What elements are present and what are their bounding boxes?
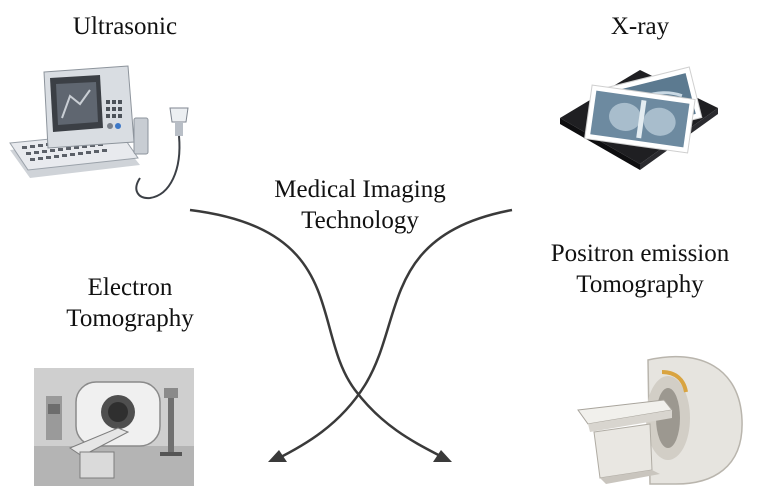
label-medical-imaging-technology: Medical Imaging Technology <box>215 174 505 236</box>
label-center-line1: Medical Imaging <box>274 176 446 203</box>
label-pet-line1: Positron emission <box>550 240 730 267</box>
label-electron-line1: Electron <box>87 274 173 301</box>
label-ultrasonic: Ultrasonic <box>40 11 210 42</box>
label-electron-tomography: Electron Tomography <box>20 272 240 334</box>
label-center-line2: Technology <box>301 207 419 234</box>
label-positron-emission-tomography: Positron emission Tomography <box>520 238 760 300</box>
label-pet-line2: Tomography <box>576 271 704 298</box>
label-ultrasonic-text: Ultrasonic <box>72 13 178 40</box>
label-xray-text: X-ray <box>610 13 670 40</box>
arrowhead-right <box>433 450 452 462</box>
label-xray: X-ray <box>585 11 695 42</box>
arrowhead-left <box>268 450 287 462</box>
label-electron-line2: Tomography <box>66 305 194 332</box>
arrow-right-to-left <box>274 208 513 462</box>
arrow-left-to-right <box>189 208 449 462</box>
